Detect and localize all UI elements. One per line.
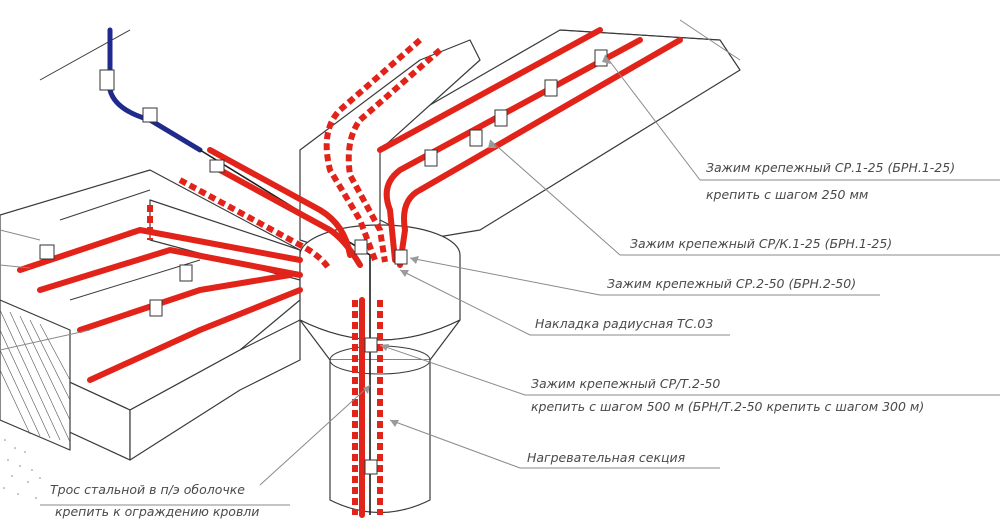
label-radius-pad: Накладка радиусная ТС.03 <box>535 316 713 331</box>
label-clamp-cr2: Зажим крепежный СР.2-50 (БРН.2-50) <box>607 276 856 291</box>
leader-clamp-crt2 <box>379 344 526 396</box>
label-clamp-cr1: Зажим крепежный СР.1-25 (БРН.1-25) <box>706 160 955 175</box>
cable-right-1 <box>383 37 643 263</box>
clamp-right-3 <box>494 109 508 127</box>
parapet-wall <box>0 299 71 451</box>
cable-left-1 <box>17 227 303 273</box>
clamp-downpipe-2 <box>364 459 378 475</box>
parapet-hatch <box>0 309 71 443</box>
arrow-steel-rope <box>363 385 370 394</box>
clamp-left-2 <box>179 264 193 282</box>
leader-left-2 <box>0 264 31 269</box>
cable-left-3 <box>77 272 293 333</box>
cable-left-4 <box>87 287 303 383</box>
leader-steel-rope <box>259 384 371 486</box>
label-clamp-crt2: Зажим крепежный СР/Т.2-50 <box>531 376 720 391</box>
clamp-center-1 <box>209 159 225 173</box>
clamp-funnel-2 <box>354 239 368 255</box>
label-clamp-crt2-step: крепить с шагом 500 м (БРН/Т.2-50 крепит… <box>531 399 924 414</box>
cable-center-dash <box>178 177 333 272</box>
leader-lines <box>0 19 1000 506</box>
cable-valley-dash-2 <box>345 47 442 263</box>
clamp-downpipe-1 <box>364 337 378 353</box>
arrow-heating-section <box>390 420 399 427</box>
leader-clamp-cr1 <box>604 54 701 181</box>
cable-right-3 <box>377 27 603 153</box>
arrow-radius-pad <box>400 270 409 277</box>
cable-center-2 <box>217 167 363 268</box>
arrow-clamp-crt2 <box>380 344 389 351</box>
roof-ridge-right <box>559 29 721 41</box>
clamp-right-4 <box>469 129 483 147</box>
gravel-texture <box>3 439 41 499</box>
label-steel-rope: Трос стальной в п/э оболочке <box>50 482 245 497</box>
labels: Зажим крепежный СР.1-25 (БРН.1-25) крепи… <box>50 160 955 519</box>
cable-valley-dash-1 <box>323 37 422 262</box>
leader-left-3 <box>0 329 91 351</box>
cable-left-2 <box>37 247 303 293</box>
rope-clamp-top <box>99 69 115 91</box>
left-roof-line <box>59 189 151 221</box>
steel-rope-blue <box>107 27 203 153</box>
leader-radius-pad <box>399 269 531 336</box>
left-roof-line-2 <box>69 259 201 301</box>
arrow-clamp-cr2 <box>410 256 419 264</box>
label-steel-rope-fix: крепить к ограждению кровли <box>55 504 259 519</box>
label-clamp-crk1: Зажим крепежный СР/К.1-25 (БРН.1-25) <box>630 236 892 251</box>
label-heating-section: Нагревательная секция <box>527 450 686 465</box>
clamp-left-3 <box>39 244 55 260</box>
leader-clamp-cr2 <box>409 257 601 296</box>
clamp-left-1 <box>149 299 163 317</box>
clamp-right-2 <box>544 79 558 97</box>
leader-left-1 <box>0 229 41 241</box>
clamps <box>39 49 608 475</box>
clamp-funnel <box>394 249 408 265</box>
leader-clamp-crk1 <box>489 139 621 256</box>
leader-heating-section <box>389 419 521 469</box>
arrow-clamp-cr1 <box>602 55 611 64</box>
clamp-right-5 <box>424 149 438 167</box>
roof-slab-left-side <box>129 319 301 461</box>
cable-right-2 <box>397 37 683 268</box>
label-clamp-cr1-step: крепить с шагом 250 мм <box>706 187 868 202</box>
arrow-clamp-crk1 <box>488 140 497 148</box>
roof-edge-upper-left <box>39 29 131 81</box>
heating-cables <box>17 27 683 518</box>
leader-top-right <box>679 19 741 61</box>
rope-clamp-mid <box>142 107 158 123</box>
